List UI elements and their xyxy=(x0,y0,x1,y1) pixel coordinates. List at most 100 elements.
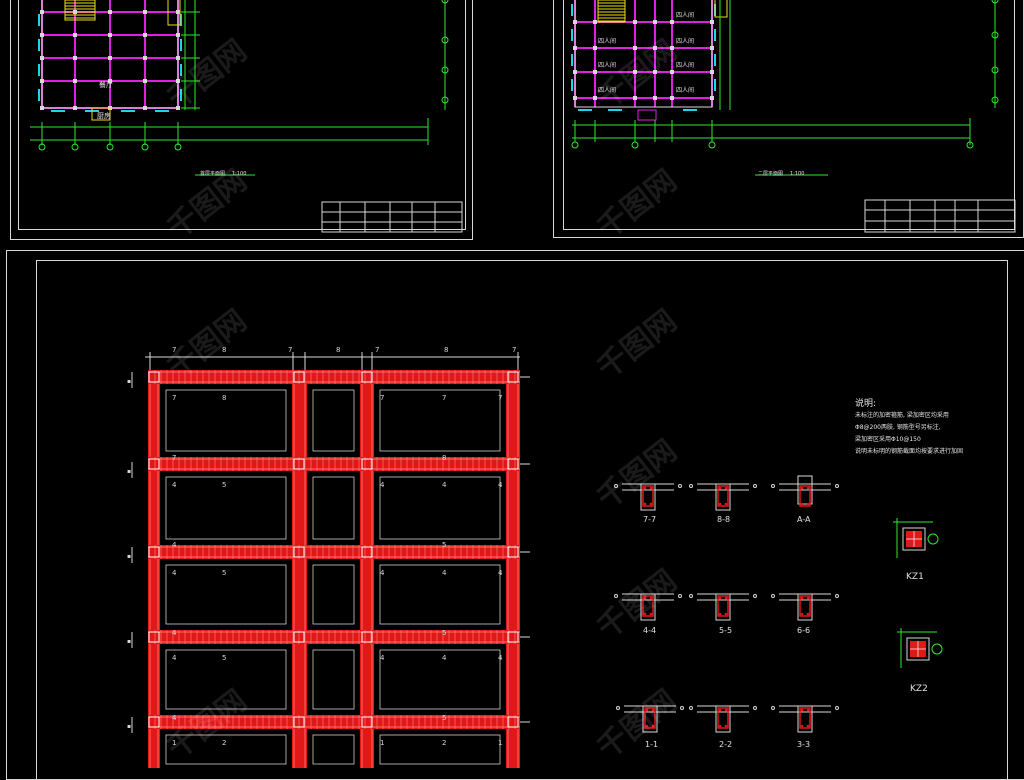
plan-title-second: 二层平面图 xyxy=(758,171,784,177)
section-6-6-rebar xyxy=(806,596,810,600)
axis-bubble xyxy=(991,66,999,74)
room-label-7: 四人间 xyxy=(676,87,695,94)
plan-scale-second: 1:100 xyxy=(790,171,805,177)
span-label: 4 xyxy=(172,654,177,662)
column xyxy=(573,20,577,24)
span-label: 5 xyxy=(222,654,226,662)
column xyxy=(361,546,373,558)
column xyxy=(108,79,112,83)
axis-bubble xyxy=(441,96,449,104)
slab-panel xyxy=(379,389,501,452)
section-label-a-a: A-A xyxy=(797,515,811,524)
slab-panel xyxy=(165,476,287,540)
column xyxy=(73,33,77,37)
axis-bubble xyxy=(71,143,79,151)
column xyxy=(108,10,112,14)
span-label: 4 xyxy=(498,481,503,489)
column xyxy=(293,631,305,643)
axis-bubble xyxy=(174,143,182,151)
column xyxy=(143,10,147,14)
column xyxy=(710,70,714,74)
column xyxy=(361,458,373,470)
kz1-bubble xyxy=(927,533,939,545)
section-label-1-1: 1-1 xyxy=(645,740,659,749)
column xyxy=(633,20,637,24)
section-3-3-marker xyxy=(771,706,775,710)
column xyxy=(710,96,714,100)
section-8-8-stirrup xyxy=(717,485,729,507)
section-1-1-rebar xyxy=(651,724,655,728)
span-label: 4 xyxy=(442,654,447,662)
section-8-8-marker xyxy=(689,484,693,488)
room-label-6: 四人间 xyxy=(598,87,617,94)
section-8-8-web xyxy=(715,483,731,511)
section-label-8-8: 8-8 xyxy=(717,515,731,524)
span-label: 4 xyxy=(498,654,503,662)
section-label-2-2: 2-2 xyxy=(719,740,733,749)
column xyxy=(73,10,77,14)
span-label: 7 xyxy=(172,454,176,462)
drawing-sheet-ground-floor xyxy=(10,0,473,240)
kz2-bubble xyxy=(931,643,943,655)
span-label: 4 xyxy=(380,569,385,577)
slab-panel xyxy=(312,649,355,710)
section-3-3-web xyxy=(797,705,813,733)
slab-panel xyxy=(165,564,287,625)
column xyxy=(670,96,674,100)
column xyxy=(573,96,577,100)
section-2-2-stirrup xyxy=(717,707,729,729)
slab-panel xyxy=(312,476,355,540)
slab-panel xyxy=(312,389,355,452)
dim-label: 7 xyxy=(288,346,292,354)
section-label-5-5: 5-5 xyxy=(719,626,733,635)
notes-line-3: 梁加密区采用Φ10@150 xyxy=(855,436,921,443)
column xyxy=(593,46,597,50)
dim-label: 8 xyxy=(336,346,340,354)
section-5-5-rebar xyxy=(718,596,722,600)
column xyxy=(653,46,657,50)
section-7-7-web xyxy=(640,483,656,511)
section-6-6-marker xyxy=(771,594,775,598)
column xyxy=(143,106,147,110)
section-3-3-marker xyxy=(835,706,839,710)
section-6-6-web xyxy=(797,593,813,621)
column xyxy=(293,546,305,558)
column xyxy=(710,20,714,24)
notes-line-4: 说明未标明的钢筋截面均按要求进行加固 xyxy=(855,448,964,455)
span-label: 4 xyxy=(498,569,503,577)
span-label: 4 xyxy=(442,569,447,577)
column xyxy=(670,46,674,50)
section-3-3-rebar xyxy=(800,708,804,712)
column xyxy=(73,106,77,110)
section-5-5-stirrup xyxy=(717,595,729,617)
column xyxy=(507,716,519,728)
slab-panel xyxy=(312,564,355,625)
column xyxy=(73,79,77,83)
column xyxy=(653,70,657,74)
section-5-5-marker xyxy=(689,594,693,598)
section-4-4-web xyxy=(640,593,656,621)
slab-panel xyxy=(165,649,287,710)
column xyxy=(176,79,180,83)
column xyxy=(143,56,147,60)
beam-horizontal xyxy=(148,457,520,471)
dim-label: 7 xyxy=(512,346,516,354)
span-label: 1 xyxy=(498,739,502,747)
section-a-a-web xyxy=(797,475,813,505)
section-7-7-stirrup xyxy=(642,485,654,507)
beam-horizontal xyxy=(148,370,520,384)
notes-line-2: Φ8@200两肢, 钢筋型号另标注, xyxy=(855,424,941,431)
section-7-7-marker xyxy=(614,484,618,488)
column xyxy=(40,79,44,83)
section-6-6-stirrup xyxy=(799,595,811,617)
axis-bubble xyxy=(991,31,999,39)
plan-scale-ground: 1:100 xyxy=(232,171,247,177)
section-8-8-rebar xyxy=(724,502,728,506)
column xyxy=(361,631,373,643)
axis-bubble xyxy=(141,143,149,151)
room-label-dining: 餐厅 xyxy=(99,81,113,89)
section-a-a-rebar xyxy=(806,502,810,506)
section-1-1-web xyxy=(642,705,658,733)
room-label-2: 四人间 xyxy=(598,38,617,45)
side-stair xyxy=(714,0,728,18)
